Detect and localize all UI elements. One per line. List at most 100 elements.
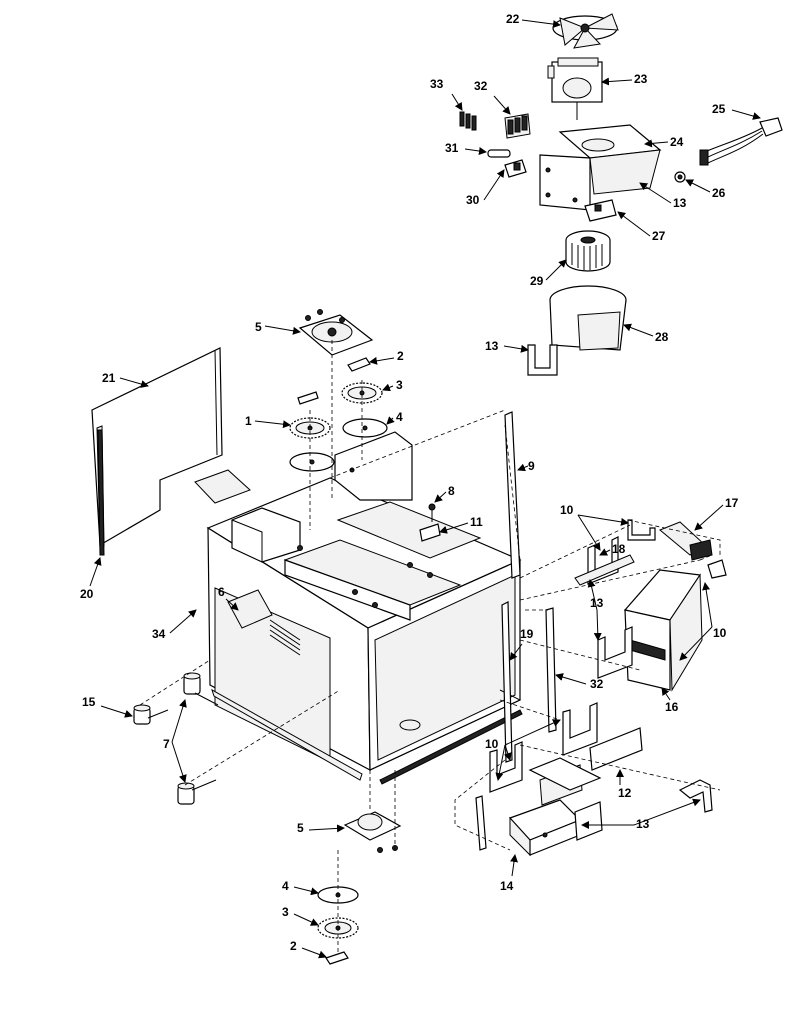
callout-label-c12: 12 bbox=[618, 786, 632, 800]
blower-housing-part bbox=[549, 285, 627, 351]
base-tray-14-part bbox=[508, 799, 582, 857]
callout-label-c21: 21 bbox=[102, 371, 116, 385]
stirrer-motor-top-part bbox=[298, 309, 374, 356]
callout-leader-c10c bbox=[495, 744, 506, 781]
fan-blade-part bbox=[552, 13, 619, 49]
vertical-strip-part bbox=[97, 429, 105, 556]
callout-leader-c14 bbox=[510, 854, 518, 877]
callout-label-c24: 24 bbox=[670, 135, 684, 149]
callout-leader-c7 bbox=[171, 699, 187, 743]
thermistor-15-part bbox=[133, 704, 169, 725]
strip-13-part bbox=[475, 795, 487, 851]
callout-label-c16: 16 bbox=[665, 700, 679, 714]
callout-label-c1: 1 bbox=[245, 414, 252, 428]
callout-leader-c3a bbox=[382, 383, 394, 392]
callout-leader-c17 bbox=[694, 504, 724, 531]
callout-leader-c10a bbox=[577, 514, 629, 526]
callout-label-c5a: 5 bbox=[255, 320, 262, 334]
callout-label-c34: 34 bbox=[152, 627, 166, 641]
callout-label-c2b: 2 bbox=[290, 939, 297, 953]
bracket-13-far-part bbox=[678, 779, 713, 813]
thermal-cutout-part bbox=[584, 199, 617, 222]
callout-label-c25: 25 bbox=[712, 102, 726, 116]
callout-leader-c13c bbox=[587, 579, 598, 611]
clip-bottom-part bbox=[325, 951, 349, 965]
callout-leader-c27 bbox=[617, 211, 651, 237]
callout-label-c26: 26 bbox=[712, 186, 726, 200]
u-bracket-right-part bbox=[597, 626, 633, 679]
callout-leader-c32a bbox=[493, 95, 511, 115]
callout-leader-c9 bbox=[517, 463, 529, 472]
callout-label-c9: 9 bbox=[528, 459, 535, 473]
callout-label-c14: 14 bbox=[500, 879, 514, 893]
callout-leader-c13b bbox=[503, 344, 529, 353]
callout-leader-c10c bbox=[503, 744, 512, 761]
callout-leader-c18 bbox=[599, 548, 611, 556]
callout-leader-c33 bbox=[451, 93, 463, 111]
alignment-lines bbox=[139, 340, 721, 952]
callout-leader-c4a bbox=[386, 416, 395, 425]
callout-label-c13d: 13 bbox=[636, 817, 650, 831]
oven-chassis-part bbox=[206, 477, 523, 785]
clip-small-part bbox=[297, 391, 319, 405]
callout-leader-c20 bbox=[89, 557, 102, 587]
label-sheet-part bbox=[227, 589, 273, 629]
bracket-10-17-part bbox=[627, 519, 713, 561]
callout-leader-c34 bbox=[169, 609, 197, 634]
bracket-13-lower-part bbox=[574, 801, 603, 841]
callout-leader-c2b bbox=[301, 947, 327, 959]
callout-label-c28: 28 bbox=[655, 330, 669, 344]
power-cord-part bbox=[699, 117, 783, 166]
callout-label-c20: 20 bbox=[80, 587, 94, 601]
callout-label-c10c: 10 bbox=[485, 737, 499, 751]
callout-label-c32b: 32 bbox=[590, 677, 604, 691]
callout-leader-c7 bbox=[171, 741, 187, 783]
callout-label-c18: 18 bbox=[612, 542, 626, 556]
callout-label-c23: 23 bbox=[634, 72, 648, 86]
blower-wheel-part bbox=[565, 230, 611, 272]
callout-label-c10a: 10 bbox=[560, 503, 574, 517]
callout-label-c10b: 10 bbox=[713, 626, 727, 640]
callout-leader-c31 bbox=[464, 147, 487, 155]
callout-leader-c13d bbox=[633, 798, 701, 826]
callout-leader-c32b bbox=[555, 673, 587, 685]
callout-label-c13b: 13 bbox=[485, 339, 499, 353]
callout-label-c6: 6 bbox=[218, 585, 225, 599]
callout-leader-c1 bbox=[254, 420, 291, 429]
clip-top-part bbox=[347, 357, 371, 372]
callout-leader-c28 bbox=[623, 323, 654, 337]
connector-part bbox=[504, 159, 527, 178]
rod-32-part bbox=[545, 607, 557, 733]
stirrer-disc-lower-part bbox=[289, 452, 335, 472]
stirrer-disc-top-part bbox=[342, 418, 388, 438]
callout-leader-c29 bbox=[545, 259, 567, 281]
callout-label-c3b: 3 bbox=[282, 905, 289, 919]
fan-bracket-part bbox=[539, 124, 662, 211]
bracket-12-part bbox=[528, 727, 643, 806]
callout-leader-c10b bbox=[679, 626, 713, 661]
u-bracket-lower-10-part bbox=[562, 702, 598, 756]
fuse-part bbox=[487, 149, 511, 158]
callout-label-c8: 8 bbox=[448, 484, 455, 498]
callout-label-c29: 29 bbox=[530, 274, 544, 288]
callout-label-c7: 7 bbox=[163, 737, 170, 751]
callout-leader-c4b bbox=[293, 886, 319, 896]
callout-label-c13a: 13 bbox=[673, 196, 687, 210]
callout-leader-c19 bbox=[509, 643, 523, 661]
callout-label-c30: 30 bbox=[466, 193, 480, 207]
callout-leader-c26 bbox=[685, 179, 711, 193]
callout-leader-c13a bbox=[639, 182, 672, 204]
fan-motor-part bbox=[547, 57, 603, 120]
callout-leader-c5b bbox=[308, 824, 345, 833]
bar-part bbox=[419, 523, 441, 542]
bracket-10-right-part bbox=[707, 559, 727, 579]
callout-leader-c24 bbox=[644, 139, 669, 148]
callout-leader-c30 bbox=[483, 169, 505, 201]
switch-block-part bbox=[504, 113, 531, 139]
callout-leader-c16 bbox=[661, 687, 671, 701]
corner-bracket-16-part bbox=[623, 569, 703, 692]
callout-leader-c23 bbox=[601, 77, 633, 86]
stirrer-gear-top-part bbox=[341, 382, 383, 404]
